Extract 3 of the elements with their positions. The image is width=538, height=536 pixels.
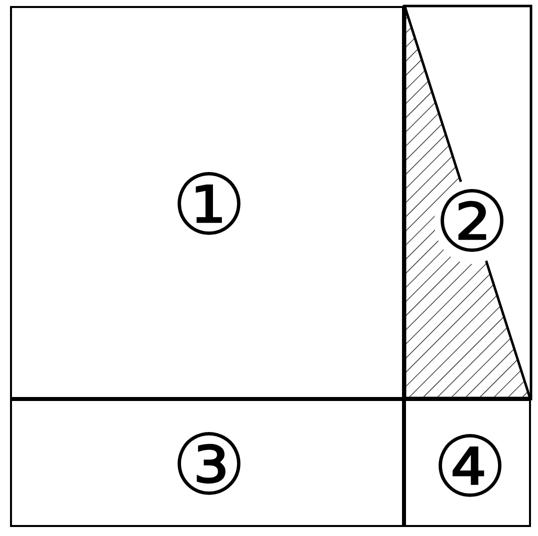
region	[10, 6, 404, 399]
region	[404, 399, 531, 527]
region	[10, 399, 404, 527]
